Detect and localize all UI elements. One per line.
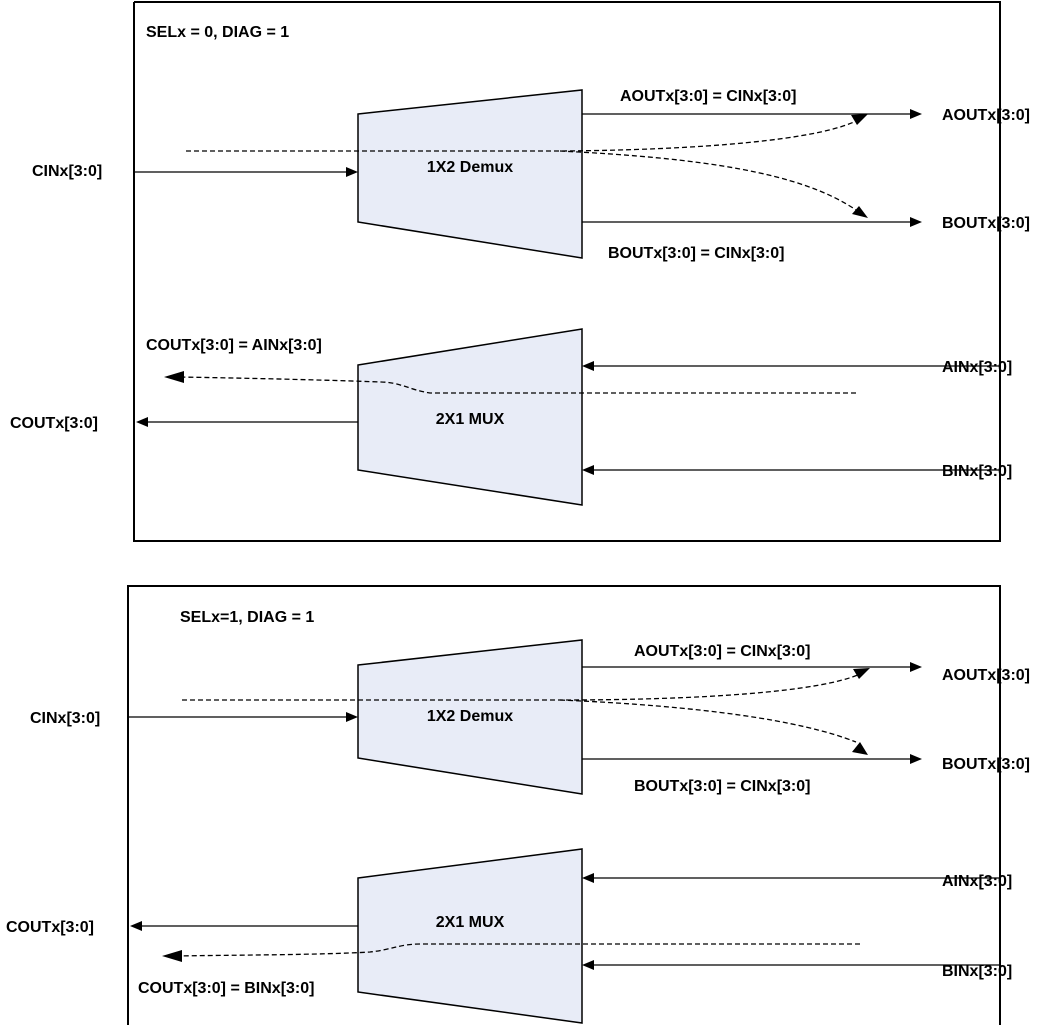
path-cout-arrowhead	[164, 371, 184, 383]
ain-arrowhead	[582, 873, 594, 883]
path-cin-to-aout	[182, 673, 861, 701]
bout-port-label: BOUTx[3:0]	[942, 215, 1030, 232]
path-cin-to-bout	[559, 699, 857, 743]
path-bin-to-cout	[175, 943, 860, 957]
bout-equation: BOUTx[3:0] = CINx[3:0]	[634, 778, 810, 795]
cout-port-label: COUTx[3:0]	[10, 415, 98, 432]
mux-label: 2X1 MUX	[436, 411, 505, 428]
cout-equation: COUTx[3:0] = AINx[3:0]	[146, 337, 322, 354]
panel-sel1: SELx=1, DIAG = 1 1X2 Demux 2X1 MUX CINx[…	[6, 585, 1030, 1025]
ain-arrowhead	[582, 361, 594, 371]
path-bout-arrowhead	[852, 206, 868, 218]
path-cin-to-bout	[559, 150, 857, 211]
cin-port-label: CINx[3:0]	[32, 163, 102, 180]
path-cout-arrowhead	[162, 950, 182, 962]
demux-block	[357, 89, 583, 259]
bin-port-label: BINx[3:0]	[942, 463, 1012, 480]
bout-equation: BOUTx[3:0] = CINx[3:0]	[608, 245, 784, 262]
path-aout-arrowhead	[851, 114, 868, 125]
bin-arrowhead	[582, 960, 594, 970]
panel-frame	[133, 1, 1001, 542]
cin-arrowhead	[346, 167, 358, 177]
bout-port-label: BOUTx[3:0]	[942, 756, 1030, 773]
demux-label: 1X2 Demux	[427, 708, 513, 725]
bout-arrowhead	[910, 217, 922, 227]
mode-label: SELx = 0, DIAG = 1	[146, 24, 289, 41]
demux-block	[357, 639, 583, 795]
cin-arrowhead	[346, 712, 358, 722]
aout-port-label: AOUTx[3:0]	[942, 667, 1030, 684]
path-aout-arrowhead	[853, 668, 870, 679]
demux-label: 1X2 Demux	[427, 159, 513, 176]
cout-arrowhead	[130, 921, 142, 931]
mux-label: 2X1 MUX	[436, 914, 505, 931]
aout-port-label: AOUTx[3:0]	[942, 107, 1030, 124]
aout-equation: AOUTx[3:0] = CINx[3:0]	[620, 88, 796, 105]
panel-frame	[127, 585, 1001, 1025]
cout-arrowhead	[136, 417, 148, 427]
mux-block	[357, 848, 583, 1024]
aout-arrowhead	[910, 109, 922, 119]
path-ain-to-cout	[177, 376, 856, 394]
ain-port-label: AINx[3:0]	[942, 359, 1012, 376]
path-cin-to-aout	[186, 119, 859, 152]
mux-block	[357, 328, 583, 506]
aout-equation: AOUTx[3:0] = CINx[3:0]	[634, 643, 810, 660]
cout-port-label: COUTx[3:0]	[6, 919, 94, 936]
panel-sel0: SELx = 0, DIAG = 1 1X2 Demux 2X1 MUX CIN…	[10, 1, 1030, 542]
bin-port-label: BINx[3:0]	[942, 963, 1012, 980]
cin-port-label: CINx[3:0]	[30, 710, 100, 727]
cout-equation: COUTx[3:0] = BINx[3:0]	[138, 980, 314, 997]
ain-port-label: AINx[3:0]	[942, 873, 1012, 890]
bin-arrowhead	[582, 465, 594, 475]
mode-label: SELx=1, DIAG = 1	[180, 609, 314, 626]
bout-arrowhead	[910, 754, 922, 764]
aout-arrowhead	[910, 662, 922, 672]
path-bout-arrowhead	[852, 742, 868, 755]
